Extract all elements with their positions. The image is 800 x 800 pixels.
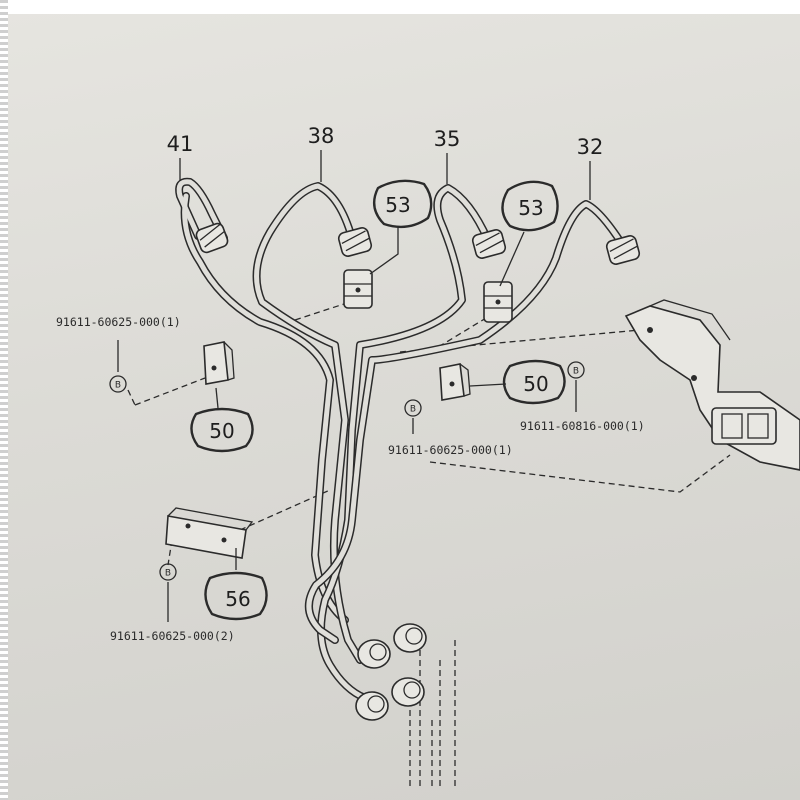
svg-text:50: 50	[523, 372, 548, 396]
svg-text:41: 41	[167, 132, 194, 156]
pipe-41	[175, 177, 349, 624]
mounting-bracket	[624, 299, 800, 471]
callout-38: 38	[308, 124, 335, 182]
nut-41	[195, 222, 229, 254]
svg-text:35: 35	[434, 127, 461, 151]
svg-text:53: 53	[385, 193, 410, 217]
bottom-nut-4	[355, 691, 389, 721]
clamp-block-left	[203, 341, 235, 385]
svg-text:32: 32	[577, 135, 604, 159]
nut-38	[337, 227, 373, 257]
callout-41: 41	[167, 132, 194, 180]
leader-bolt1-down	[127, 389, 136, 406]
callout-35: 35	[434, 127, 461, 184]
bolt-marker-2: B	[404, 399, 422, 434]
bottom-nut-3	[391, 677, 425, 707]
page-top-margin	[0, 0, 800, 14]
svg-text:B: B	[573, 367, 579, 377]
pipe-clamp-2	[483, 281, 513, 323]
callout-53-right: 53	[499, 180, 559, 287]
callout-50-right: 50	[469, 359, 566, 405]
part-number-label-4: 91611-60625-000(2)	[110, 629, 235, 643]
pipe-32	[305, 200, 626, 644]
bottom-nuts	[355, 623, 427, 721]
bolt-marker-4: B	[159, 563, 177, 622]
leader-bolt1-to-block50a	[134, 377, 206, 406]
bolt-marker-1: B	[109, 340, 127, 393]
svg-text:38: 38	[308, 124, 335, 148]
leader-clamp1-to-53a	[294, 301, 351, 321]
svg-text:53: 53	[518, 196, 543, 220]
bolt-marker-3: B	[567, 361, 585, 412]
leader-plate-to-clamp	[239, 489, 331, 531]
clamp-plate-lower	[165, 507, 254, 559]
part-number-label-1: 91611-60625-000(1)	[56, 315, 181, 329]
pipe-35	[317, 184, 492, 702]
top-nuts	[195, 222, 641, 265]
leader-long-to-bracket	[429, 454, 731, 493]
pipe-38	[252, 182, 364, 664]
svg-text:50: 50	[209, 419, 234, 443]
clamp-block-right	[439, 363, 471, 401]
svg-text:B: B	[165, 569, 171, 579]
svg-text:B: B	[115, 381, 121, 391]
svg-text:56: 56	[225, 587, 250, 611]
callout-53-left: 53	[369, 179, 433, 275]
part-number-label-2: 91611-60625-000(1)	[388, 443, 513, 457]
callout-56: 56	[204, 548, 268, 621]
callout-50-left: 50	[190, 387, 254, 453]
bottom-nut-1	[393, 623, 427, 653]
svg-text:B: B	[410, 405, 416, 415]
nut-35	[471, 229, 507, 259]
page-perforated-edge	[0, 0, 8, 800]
pipe-clamp-1	[343, 269, 373, 309]
nut-32	[605, 235, 641, 265]
bottom-nut-2	[357, 639, 391, 669]
part-number-label-3: 91611-60816-000(1)	[520, 419, 645, 433]
callout-32: 32	[577, 135, 604, 200]
